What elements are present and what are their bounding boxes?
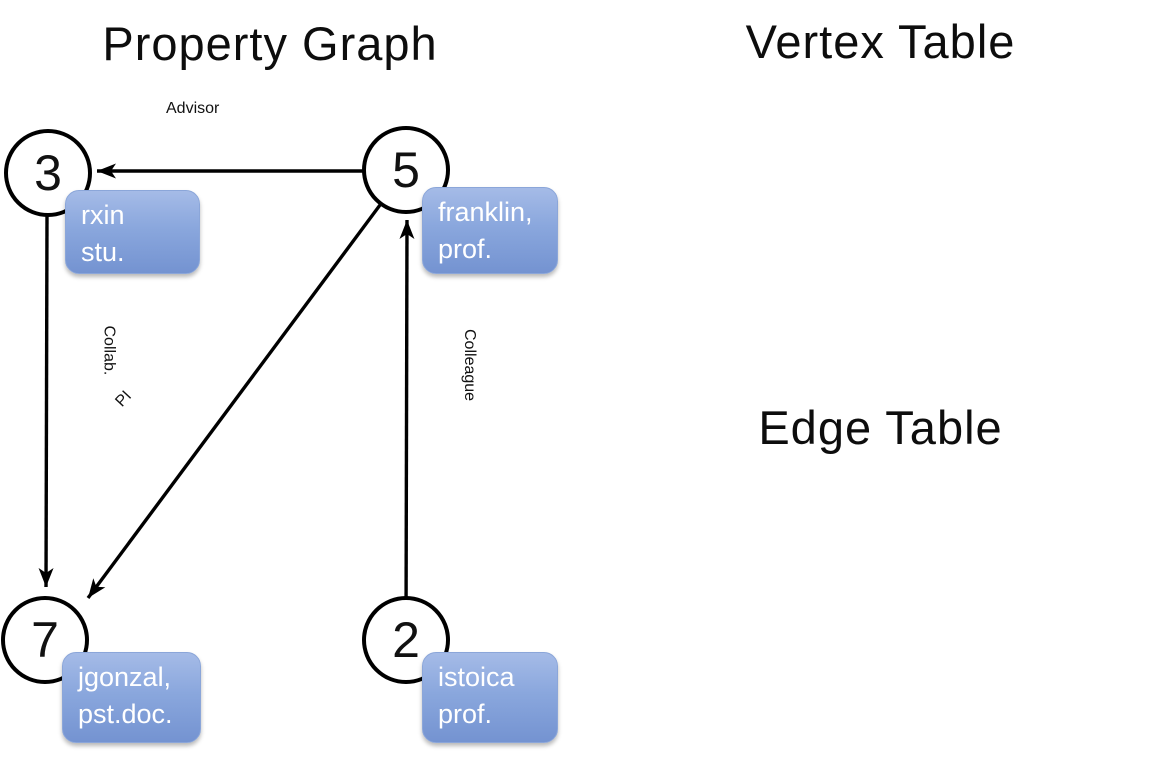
node-3-property-line1: rxin: [81, 200, 125, 230]
node-3-id: 3: [34, 145, 62, 201]
property-graph-title: Property Graph: [102, 17, 438, 70]
node-7-property-box: jgonzal, pst.doc.: [62, 652, 201, 743]
edge-2-to-5-arrow: [399, 219, 415, 631]
node-3-property-line2: stu.: [81, 237, 125, 267]
node-5-property-line1: franklin,: [438, 197, 533, 227]
node-5-circle: 5: [362, 126, 450, 214]
node-7-id: 7: [31, 612, 59, 668]
edge-5-to-7-arrow: [86, 168, 408, 600]
edge-3-to-7-arrow: [38, 213, 54, 588]
node-7-property-line2: pst.doc.: [78, 699, 173, 729]
edge-label-advisor: Advisor: [166, 100, 220, 117]
node-5-id: 5: [392, 142, 420, 198]
graph-edges-svg: [38, 163, 415, 631]
node-3-property-box: rxin stu.: [65, 190, 200, 274]
node-2-property-line2: prof.: [438, 699, 493, 729]
edge-table-title: Edge Table: [758, 401, 1003, 454]
node-5-property-line2: prof.: [438, 234, 493, 264]
node-2-id: 2: [392, 612, 420, 668]
node-5-property-box: franklin, prof.: [422, 187, 558, 274]
node-2-property-line1: istoica: [438, 662, 515, 692]
edge-label-colleague: Colleague: [461, 329, 478, 402]
node-7-property-line1: jgonzal,: [78, 662, 172, 692]
node-3-circle: 3: [4, 129, 92, 217]
node-2-property-box: istoica prof.: [422, 652, 558, 743]
edge-label-collab: Collab.: [100, 325, 118, 376]
vertex-table-title: Vertex Table: [745, 15, 1016, 68]
